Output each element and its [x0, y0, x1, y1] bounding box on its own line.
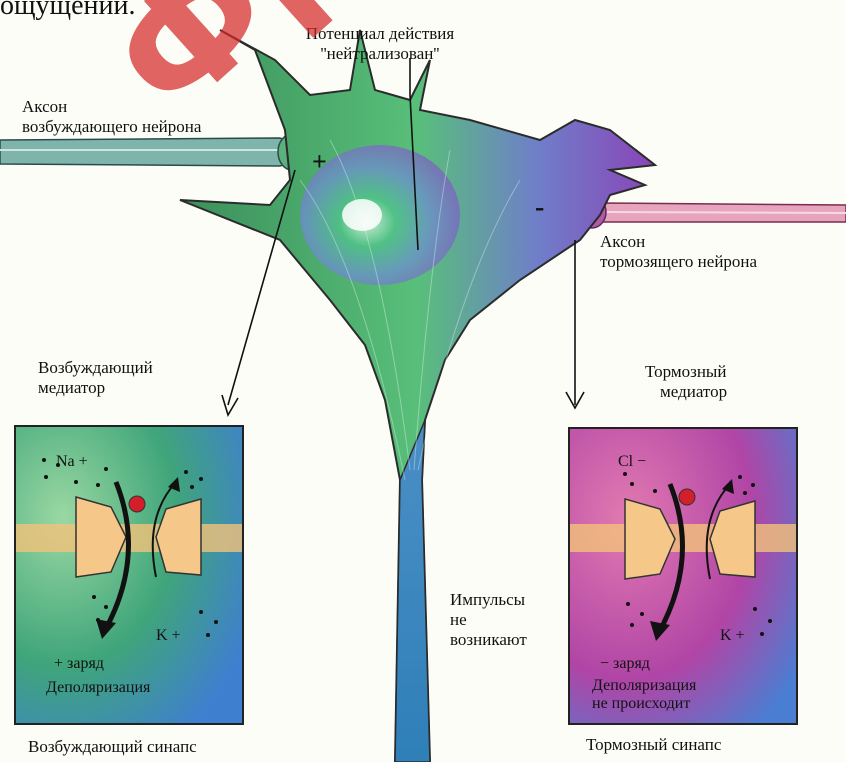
excitatory-ion-in: Na +	[56, 453, 88, 471]
excitatory-axon-label-1: Аксон	[22, 97, 67, 116]
impulses-label-3: возникают	[450, 630, 527, 649]
inhibitory-mediator-label-1: Тормозный	[645, 362, 726, 381]
inhibitory-synapse-box: Cl − K + − заряд Деполяризация не происх…	[568, 427, 798, 725]
inhibitory-mediator-label-2: медиатор	[660, 382, 727, 401]
neutralized-label: ''нейтрализован''	[280, 44, 480, 63]
minus-sign: -	[535, 198, 544, 217]
excitatory-synapse-caption: Возбуждающий синапс	[28, 737, 197, 756]
inhibitory-synapse-caption: Тормозный синапс	[586, 735, 721, 754]
inhibitory-axon	[578, 196, 846, 228]
impulses-label-2: не	[450, 610, 467, 629]
excitatory-synapse-box: Na + K + + заряд Деполяризация	[14, 425, 244, 725]
action-potential-label: Потенциал действия	[280, 24, 480, 43]
inhibitory-ion-out: K +	[720, 627, 745, 645]
excitatory-ion-out: K +	[156, 627, 181, 645]
inhibitory-axon-label-2: тормозящего нейрона	[600, 252, 757, 271]
excitatory-mediator-label-1: Возбуждающий	[38, 358, 153, 377]
excitatory-result: Деполяризация	[46, 679, 150, 697]
plus-sign: +	[312, 152, 327, 171]
excitatory-charge: + заряд	[54, 655, 104, 673]
excitatory-axon	[0, 134, 306, 170]
inhibitory-axon-label-1: Аксон	[600, 232, 645, 251]
inhibitory-ion-in: Cl −	[618, 453, 646, 471]
impulses-label-1: Импульсы	[450, 590, 525, 609]
inhibitory-charge: − заряд	[600, 655, 650, 673]
inhibitory-result-2: не происходит	[592, 695, 690, 713]
excitatory-axon-label-2: возбуждающего нейрона	[22, 117, 201, 136]
inhibitory-result-1: Деполяризация	[592, 677, 696, 695]
excitatory-mediator-label-2: медиатор	[38, 378, 105, 397]
